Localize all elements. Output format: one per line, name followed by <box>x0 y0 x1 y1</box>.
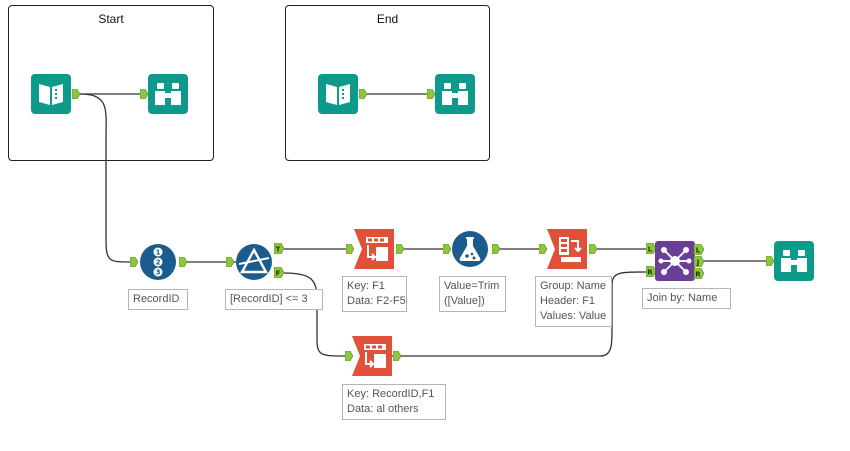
input-anchor[interactable] <box>539 244 547 254</box>
join-left-input-anchor[interactable]: L <box>646 243 656 254</box>
filter-false-label: F <box>276 270 281 278</box>
input-data-tool-start[interactable] <box>31 74 71 114</box>
crosstab-top-data: Data: F2-F5 <box>347 295 406 307</box>
input-anchor[interactable] <box>346 244 354 254</box>
filter-true-label: T <box>276 246 281 254</box>
join-join-output-anchor[interactable]: J <box>694 256 704 267</box>
crosstab-top-annotation: Key: F1 Data: F2-F5 <box>342 276 407 312</box>
wire-input-recordid <box>79 93 131 263</box>
join-right-out-label: R <box>695 271 701 279</box>
crosstab2-annotation: Group: Name Header: F1 Values: Value <box>535 276 612 327</box>
input-anchor[interactable] <box>443 244 451 254</box>
filter-false-anchor[interactable]: F <box>274 267 284 278</box>
output-anchor[interactable] <box>359 89 367 99</box>
wire-crosstab-bottom-join-right <box>392 271 647 357</box>
svg-text:3: 3 <box>156 269 161 277</box>
filter-true-anchor[interactable]: T <box>274 243 284 254</box>
book-input-icon <box>318 74 358 114</box>
binoculars-browse-icon <box>774 241 814 281</box>
join-join-out-label: J <box>696 259 700 267</box>
crosstab-transpose-icon <box>547 229 587 269</box>
browse-tool-start[interactable] <box>148 74 188 114</box>
filter-annotation: [RecordID] <= 3 <box>225 289 323 310</box>
output-anchor[interactable] <box>179 257 187 267</box>
output-anchor[interactable] <box>393 351 401 361</box>
binoculars-browse-icon <box>148 74 188 114</box>
start-container-title: Start <box>98 12 124 26</box>
formula-line2: ([Value]) <box>444 295 485 307</box>
filter-triangle-icon <box>236 244 272 280</box>
record-id-annotation: RecordID <box>128 289 188 310</box>
crosstab-top-key: Key: F1 <box>347 280 385 292</box>
crosstab-tool-bottom[interactable] <box>352 336 392 376</box>
input-anchor[interactable] <box>140 89 148 99</box>
join-annotation: Join by: Name <box>642 288 731 309</box>
binoculars-browse-icon <box>435 74 475 114</box>
svg-text:2: 2 <box>156 259 161 267</box>
crosstab-tool-top[interactable] <box>354 229 394 269</box>
join-network-icon <box>655 241 695 281</box>
output-anchor[interactable] <box>589 244 597 254</box>
join-left-in-label: L <box>648 246 653 254</box>
crosstab-transpose-icon <box>354 229 394 269</box>
crosstab-bottom-key: Key: RecordID,F1 <box>347 388 435 400</box>
browse-tool-output[interactable] <box>774 241 814 281</box>
crosstab-bottom-data: Data: al others <box>347 403 419 415</box>
crosstab2-values: Values: Value <box>540 310 607 322</box>
formula-flask-icon <box>452 231 488 267</box>
output-anchor[interactable] <box>72 89 80 99</box>
join-left-out-label: L <box>696 247 701 255</box>
crosstab-bottom-annotation: Key: RecordID,F1 Data: al others <box>342 384 446 420</box>
crosstab-tool-2[interactable] <box>547 229 587 269</box>
join-right-output-anchor[interactable]: R <box>694 268 704 279</box>
filter-tool[interactable] <box>234 242 274 282</box>
input-anchor[interactable] <box>226 257 234 267</box>
join-right-in-label: R <box>647 269 653 277</box>
output-anchor[interactable] <box>492 244 500 254</box>
wire-filter-false-crosstab <box>283 272 347 357</box>
input-anchor[interactable] <box>766 256 774 266</box>
output-anchor[interactable] <box>396 244 404 254</box>
input-anchor[interactable] <box>427 89 435 99</box>
join-tool[interactable] <box>655 241 695 281</box>
join-right-input-anchor[interactable]: R <box>646 266 656 277</box>
crosstab2-group: Group: Name <box>540 280 607 292</box>
end-container-title: End <box>376 12 399 26</box>
join-left-output-anchor[interactable]: L <box>694 244 704 255</box>
formula-tool[interactable] <box>450 229 490 269</box>
input-anchor[interactable] <box>345 351 353 361</box>
crosstab2-header: Header: F1 <box>540 295 596 307</box>
input-anchor[interactable] <box>130 257 138 267</box>
book-input-icon <box>31 74 71 114</box>
input-data-tool-end[interactable] <box>318 74 358 114</box>
formula-line1: Value=Trim <box>444 280 500 292</box>
record-id-123-icon: 1 2 3 <box>140 244 176 280</box>
record-id-tool[interactable]: 1 2 3 <box>138 242 178 282</box>
svg-text:1: 1 <box>156 249 161 257</box>
browse-tool-end[interactable] <box>435 74 475 114</box>
formula-annotation: Value=Trim ([Value]) <box>439 276 506 312</box>
crosstab-transpose-icon <box>352 336 392 376</box>
